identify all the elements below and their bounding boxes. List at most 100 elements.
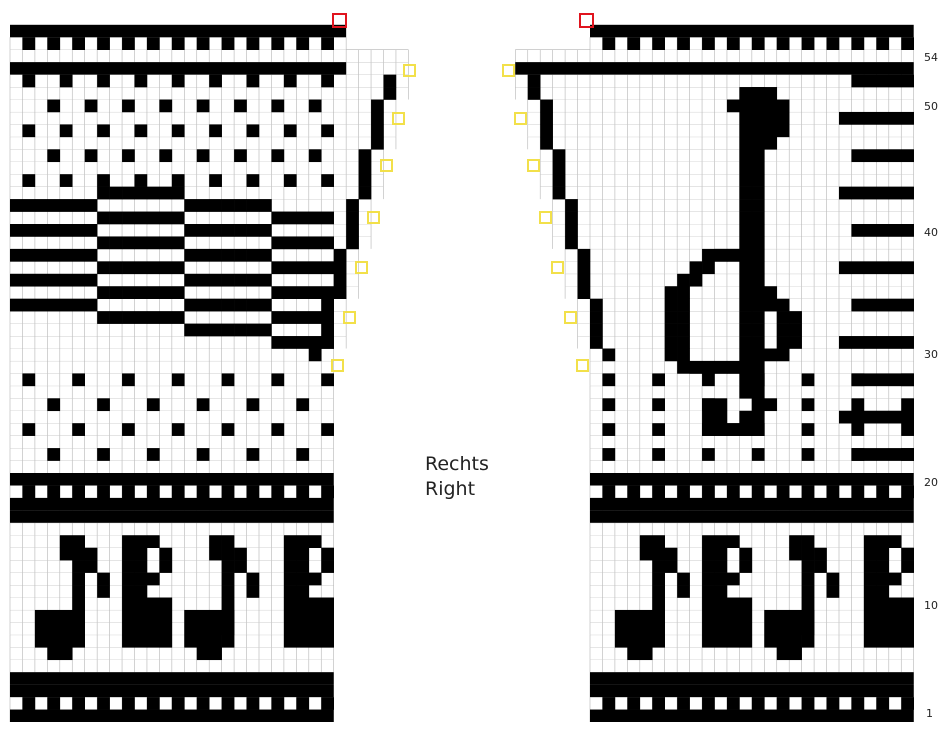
left-stripe	[85, 199, 98, 212]
left-border-dot	[147, 697, 160, 710]
left-stripe	[321, 236, 334, 249]
clef-stitch	[752, 373, 765, 386]
clef-stitch	[752, 124, 765, 137]
left-stripe	[259, 249, 272, 262]
right-stripe	[839, 187, 852, 200]
clef-stitch	[752, 274, 765, 287]
left-note-stem	[135, 585, 148, 598]
left-dot	[60, 174, 73, 187]
clef-stitch	[739, 137, 752, 150]
right-neck-edge	[528, 75, 541, 88]
left-note-flag	[97, 585, 110, 598]
right-note-stem	[652, 548, 665, 561]
left-stripe	[159, 236, 172, 249]
right-note-stem	[864, 548, 877, 561]
right-stripe	[889, 149, 902, 162]
right-note-head	[727, 635, 740, 648]
right-border-dot	[702, 485, 715, 498]
left-note-flag	[159, 560, 172, 573]
left-stripe	[60, 224, 73, 237]
clef-stitch	[715, 411, 728, 424]
right-stripe	[864, 373, 877, 386]
right-neck-edge	[590, 324, 603, 337]
left-border-dot	[321, 697, 334, 710]
clef-stitch	[752, 249, 765, 262]
left-note-flag	[97, 573, 110, 586]
right-dot	[602, 423, 615, 436]
right-note-stem	[715, 548, 728, 561]
clef-stitch	[715, 361, 728, 374]
left-note-stem	[122, 573, 135, 586]
right-stripe	[839, 411, 852, 424]
clef-stitch	[752, 236, 765, 249]
left-dot	[22, 75, 35, 88]
left-border-dot	[147, 485, 160, 498]
left-stripe	[22, 199, 35, 212]
left-dot	[172, 174, 185, 187]
left-neck-edge	[359, 149, 372, 162]
left-stripe	[284, 311, 297, 324]
right-note-flag	[677, 573, 690, 586]
left-stripe	[172, 286, 185, 299]
left-border-dot	[122, 485, 135, 498]
left-note-stem	[284, 573, 297, 586]
clef-stitch	[752, 174, 765, 187]
right-note-head	[640, 635, 653, 648]
left-note-flag	[209, 535, 222, 548]
left-note-head	[184, 635, 197, 648]
right-note-stem	[652, 573, 665, 586]
left-top-dot	[97, 37, 110, 50]
left-row-bg	[10, 137, 396, 149]
right-stripe	[851, 187, 864, 200]
right-stripe	[851, 261, 864, 274]
left-dot	[247, 174, 260, 187]
clef-stitch	[739, 236, 752, 249]
left-border-dot	[172, 697, 185, 710]
left-note-flag	[247, 585, 260, 598]
right-neck-edge	[540, 112, 553, 125]
right-note-stem	[702, 585, 715, 598]
left-note-head	[197, 610, 210, 623]
clef-stitch	[739, 249, 752, 262]
left-note-stem	[284, 585, 297, 598]
clef-stitch	[665, 324, 678, 337]
right-border-dot	[627, 697, 640, 710]
left-stripe	[309, 286, 322, 299]
clef-stitch	[777, 311, 790, 324]
left-stripe	[234, 274, 247, 287]
left-dot	[271, 149, 284, 162]
left-stripe	[222, 274, 235, 287]
left-stripe	[35, 299, 48, 312]
left-stripe	[135, 187, 148, 200]
right-stripe	[876, 373, 889, 386]
row-number-20: 20	[924, 476, 938, 489]
right-row-bg	[528, 137, 914, 149]
clef-stitch	[715, 423, 728, 436]
left-stripe	[321, 212, 334, 225]
left-stripe	[159, 311, 172, 324]
right-note-stem	[864, 573, 877, 586]
right-note-stem	[864, 622, 877, 635]
right-border-dot	[677, 485, 690, 498]
right-neck-edge	[553, 187, 566, 200]
right-stripe	[851, 149, 864, 162]
left-dot	[172, 124, 185, 137]
left-stripe	[172, 212, 185, 225]
left-note-stem	[284, 598, 297, 611]
clef-stitch	[702, 249, 715, 262]
left-note-head	[147, 598, 160, 611]
clef-stitch	[690, 274, 703, 287]
left-stripe	[309, 336, 322, 349]
clef-stitch	[702, 423, 715, 436]
right-note-stem	[715, 535, 728, 548]
left-note-head	[72, 622, 85, 635]
decrease-marker-right	[528, 160, 539, 171]
left-neck-edge	[334, 249, 347, 262]
clef-stitch	[690, 361, 703, 374]
right-stripe	[889, 224, 902, 237]
right-note-stem	[715, 585, 728, 598]
left-stripe	[247, 324, 260, 337]
left-stripe	[209, 224, 222, 237]
right-stripe	[901, 149, 914, 162]
right-stripe	[864, 75, 877, 88]
